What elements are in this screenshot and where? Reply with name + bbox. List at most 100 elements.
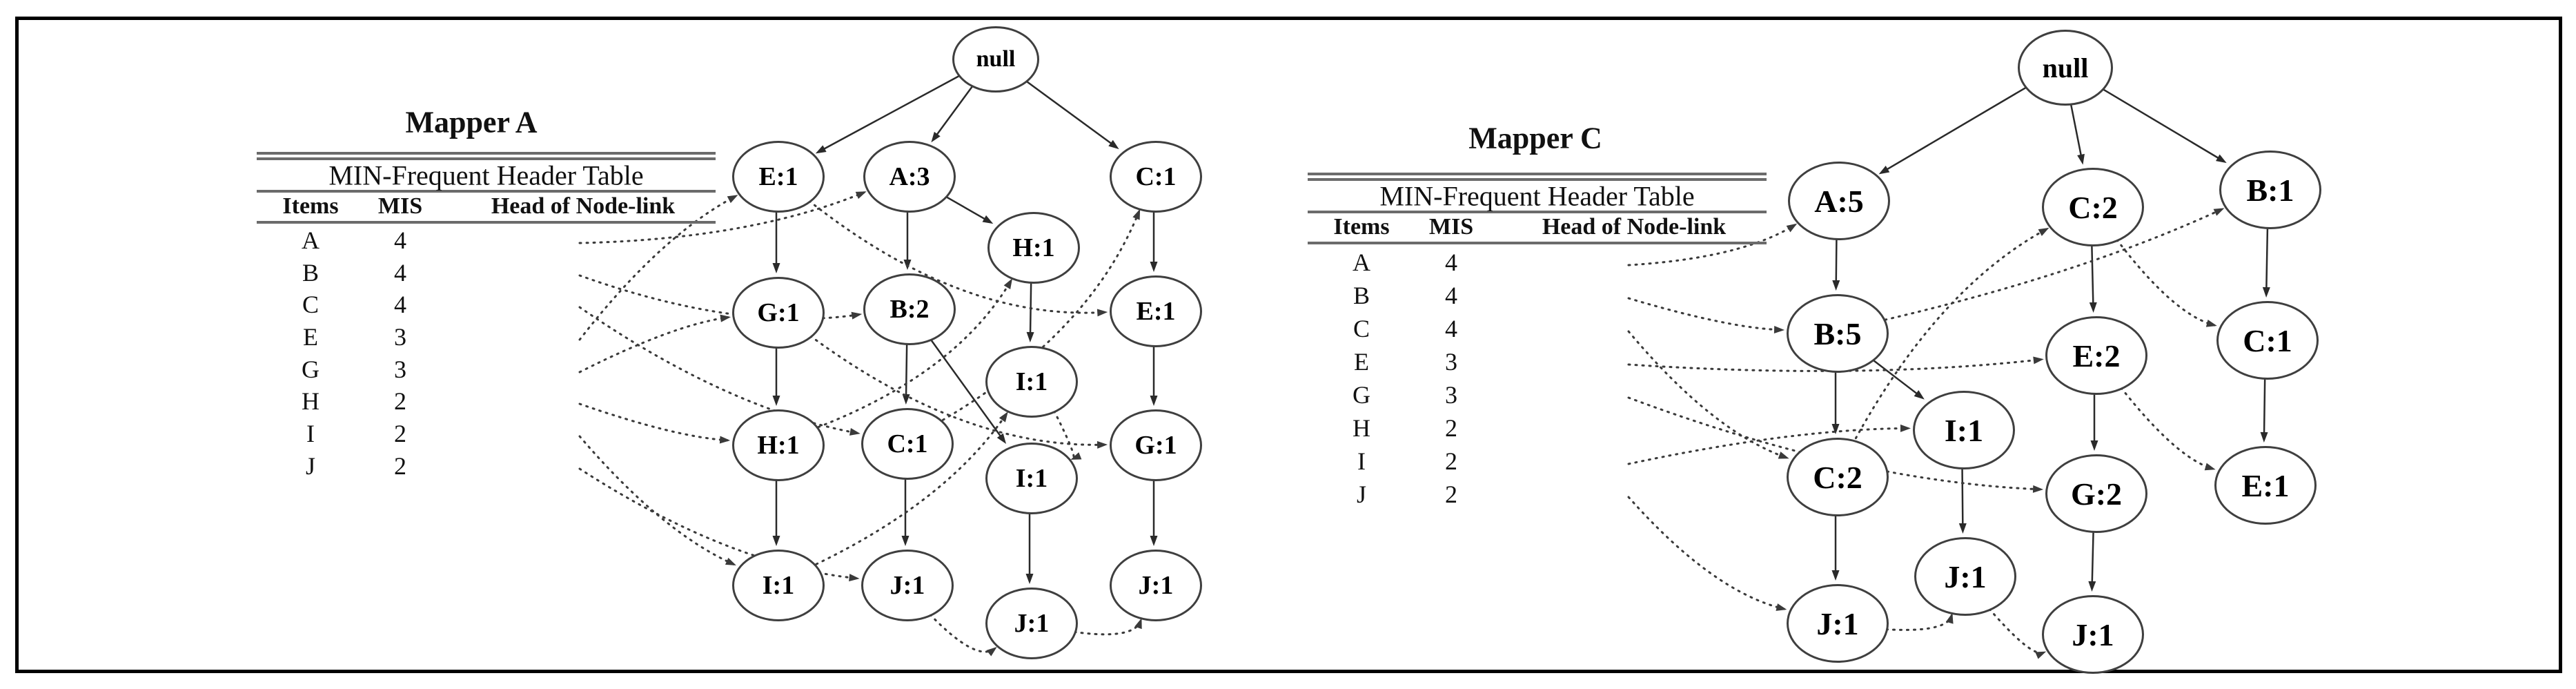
tree-edge (1835, 237, 1838, 287)
node-link-from-table-arrowhead (719, 436, 731, 444)
node-link-from-table-arrowhead (1778, 452, 1789, 459)
tree-edge (1029, 280, 1032, 339)
node-link-from-table (578, 402, 729, 442)
tree-node-mapper-a-I-1: I:1 (985, 346, 1078, 418)
tree-node-mapper-c-B-5: B:5 (1787, 294, 1889, 373)
tree-node-mapper-c-B-1: B:1 (2219, 151, 2321, 229)
node-link-from-table-arrowhead (1776, 603, 1787, 611)
table-row-mis: 3 (1445, 381, 1457, 409)
tree-edge-arrowhead (1832, 280, 1840, 291)
table-header-title-mapper-a: MIN-Frequent Header Table (328, 159, 644, 191)
figure-border (15, 17, 2562, 673)
tree-node-mapper-c-J-1: J:1 (2042, 595, 2144, 674)
tree-node-mapper-c-G-2: G:2 (2045, 454, 2147, 533)
node-link-from-table-arrowhead (727, 195, 738, 204)
table-row-item: H (1353, 414, 1370, 442)
node-link-from-table-arrowhead (2033, 356, 2044, 365)
node-link-from-table-arrowhead (855, 191, 867, 200)
tree-edge-arrowhead (982, 215, 994, 224)
table-rule (257, 152, 716, 155)
table-column-head-of-node-link: Head of Node-link (491, 193, 676, 219)
table-row-mis: 4 (1445, 315, 1457, 342)
tree-node-mapper-a-G-1: G:1 (732, 277, 825, 349)
table-row-mis: 2 (1445, 414, 1457, 442)
node-link-arrowhead (1097, 309, 1108, 317)
node-link-arrowhead (1134, 618, 1142, 630)
tree-edge-arrowhead (2088, 581, 2096, 592)
table-row-item: G (302, 356, 319, 383)
table-header-title-mapper-c: MIN-Frequent Header Table (1379, 180, 1695, 212)
tree-edge-arrowhead (772, 396, 780, 406)
table-column-items: Items (1333, 214, 1390, 240)
node-link-from-table-arrowhead (1773, 326, 1785, 334)
table-column-mis: MIS (377, 193, 423, 219)
table-row-mis: 2 (1445, 447, 1457, 475)
tree-edge (2100, 87, 2224, 162)
tree-node-mapper-a-A-3: A:3 (863, 141, 956, 213)
tree-node-mapper-a-J-1: J:1 (861, 550, 954, 621)
node-link-from-table (1627, 224, 1796, 266)
tree-node-mapper-c-C-1: C:1 (2216, 301, 2319, 380)
node-link (1884, 208, 2223, 321)
node-link-from-table-arrowhead (1786, 223, 1798, 233)
tree-node-mapper-c-J-1: J:1 (1914, 537, 2016, 616)
tree-edge-arrowhead (1831, 424, 1840, 434)
node-link (1073, 619, 1142, 636)
tree-node-mapper-c-C-2: C:2 (2042, 168, 2144, 246)
node-link-from-table-arrowhead (1900, 424, 1911, 432)
table-row-mis: 4 (394, 259, 406, 287)
node-link (1053, 409, 1075, 460)
tree-edge-arrowhead (931, 131, 941, 143)
node-link-arrowhead (1070, 452, 1082, 460)
tree-node-mapper-c-C-2: C:2 (1787, 438, 1889, 516)
tree-edge (2069, 102, 2083, 162)
tree-edge-arrowhead (772, 263, 780, 273)
node-link (1885, 614, 1953, 631)
table-row-item: J (1356, 481, 1367, 508)
table-row-item: G (1353, 381, 1370, 409)
node-link-from-table-arrowhead (851, 311, 863, 320)
tree-node-mapper-a-J-1: J:1 (985, 588, 1078, 659)
panel-title-mapper-c: Mapper C (1468, 121, 1602, 155)
tree-edge-arrowhead (1026, 331, 1034, 343)
node-link-from-table (578, 435, 735, 565)
tree-edge (2091, 530, 2094, 588)
tree-edge-arrowhead (1914, 390, 1925, 400)
node-link-arrowhead (986, 646, 997, 657)
table-row-mis: 2 (394, 387, 406, 415)
panel-title-mapper-a: Mapper A (405, 105, 538, 139)
table-row-mis: 2 (394, 420, 406, 447)
table-rule (1308, 178, 1767, 181)
tree-node-mapper-c-I-1: I:1 (1913, 391, 2015, 469)
tree-edge-arrowhead (1108, 139, 1119, 150)
tree-edge-arrowhead (2089, 302, 2097, 313)
node-link-from-table (578, 191, 865, 244)
node-link-from-table-arrowhead (849, 428, 861, 436)
tree-node-mapper-a-B-2: B:2 (863, 273, 956, 345)
tree-edge-arrowhead (1150, 262, 1158, 272)
table-rule (257, 221, 716, 224)
node-link (929, 613, 996, 653)
node-link-from-table (1627, 427, 1909, 465)
table-column-items: Items (282, 193, 339, 219)
node-link-arrowhead (2035, 651, 2047, 659)
node-link-arrowhead (1945, 612, 1954, 624)
table-row-mis: 4 (1445, 249, 1457, 276)
table-rule (257, 157, 716, 160)
node-link-arrowhead (2204, 463, 2216, 471)
node-link (2120, 387, 2214, 470)
tree-node-mapper-a-C-1: C:1 (861, 408, 954, 480)
table-row-item: E (303, 323, 318, 351)
tree-edge (943, 195, 990, 223)
tree-edge-arrowhead (1831, 570, 1840, 581)
tree-edge-arrowhead (1150, 536, 1158, 546)
tree-edge-arrowhead (2077, 153, 2085, 165)
tree-node-mapper-a-I-1: I:1 (732, 550, 825, 621)
table-row-mis: 4 (394, 291, 406, 318)
tree-node-mapper-a-J-1: J:1 (1110, 550, 1202, 621)
tree-node-mapper-a-E-1: E:1 (1110, 275, 1202, 347)
tree-edge (2263, 376, 2266, 439)
node-link-from-table (578, 467, 858, 580)
